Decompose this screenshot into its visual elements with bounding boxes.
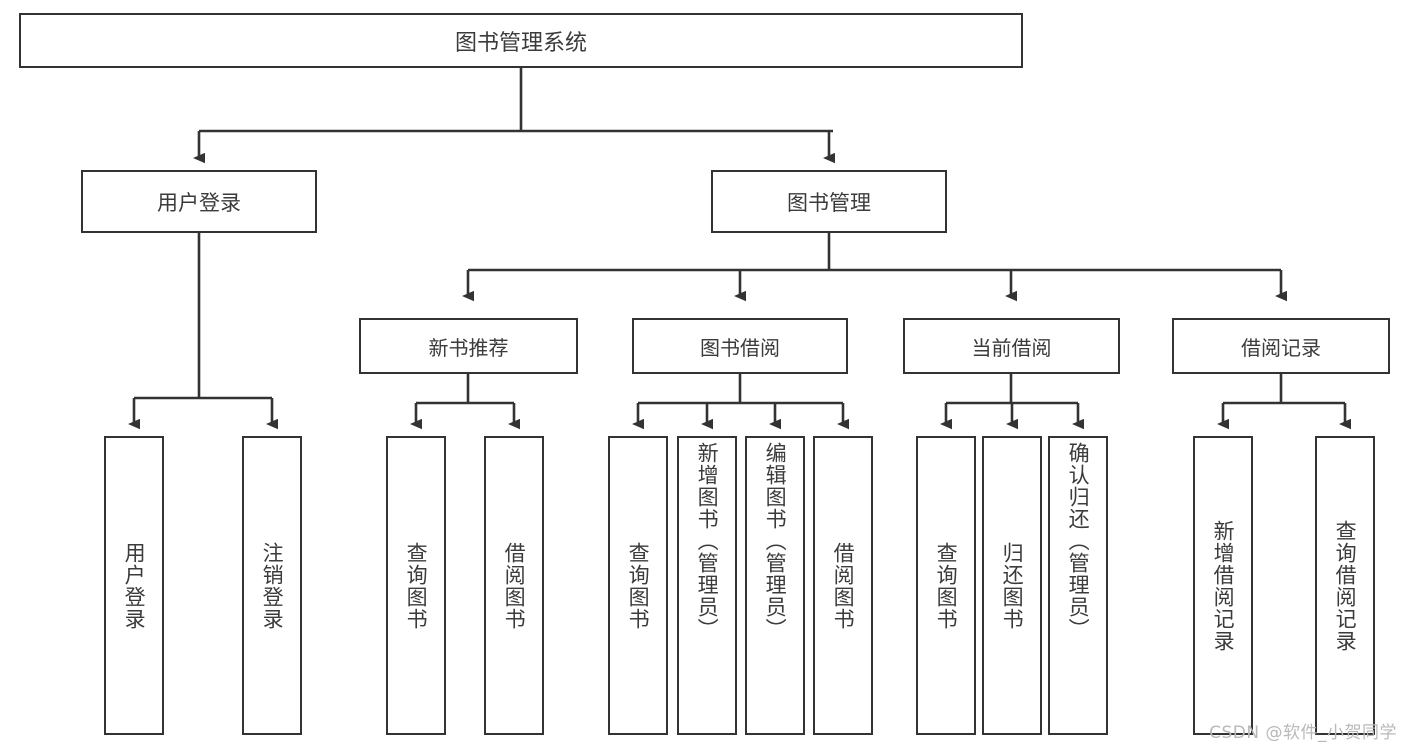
node-new-book-recommend[interactable]: 新书推荐 — [359, 318, 578, 374]
node-label: 新增借阅记录 — [1211, 519, 1236, 652]
node-label: 借阅记录 — [1241, 335, 1321, 360]
leaf-text-wrap: 确认归还（管理员） — [1064, 438, 1092, 737]
leaf-text-wrap: 注销登录 — [258, 438, 286, 733]
node-label: 用户登录 — [122, 541, 147, 630]
leaf-text-wrap: 借阅图书 — [829, 438, 857, 733]
leaf-text-wrap: 查询借阅记录 — [1331, 438, 1359, 733]
leaf-query-borrow-record[interactable]: 查询借阅记录 — [1315, 436, 1375, 735]
node-label: 查询图书 — [404, 541, 429, 630]
leaf-query-book-borrow[interactable]: 查询图书 — [608, 436, 668, 735]
leaf-text-wrap: 新增借阅记录 — [1209, 438, 1237, 733]
leaf-confirm-return-admin[interactable]: 确认归还（管理员） — [1048, 436, 1108, 735]
node-current-borrow[interactable]: 当前借阅 — [903, 318, 1120, 374]
node-label: 确认归还（管理员） — [1066, 442, 1091, 640]
leaf-text-wrap: 查询图书 — [624, 438, 652, 733]
leaf-text-wrap: 借阅图书 — [500, 438, 528, 733]
node-label: 查询图书 — [626, 541, 651, 630]
leaf-text-wrap: 用户登录 — [120, 438, 148, 733]
leaf-query-book-recommend[interactable]: 查询图书 — [386, 436, 446, 735]
leaf-text-wrap: 新增图书（管理员） — [693, 438, 721, 737]
leaf-edit-book-admin[interactable]: 编辑图书（管理员） — [745, 436, 805, 735]
node-label: 图书管理 — [787, 190, 871, 215]
node-label: 借阅图书 — [831, 541, 856, 630]
node-user-login[interactable]: 用户登录 — [81, 170, 317, 233]
leaf-logout[interactable]: 注销登录 — [242, 436, 302, 735]
node-label: 当前借阅 — [971, 335, 1052, 360]
watermark: CSDN @软件_小贺同学 — [1209, 723, 1397, 743]
leaf-add-book-admin[interactable]: 新增图书（管理员） — [677, 436, 737, 735]
leaf-add-borrow-record[interactable]: 新增借阅记录 — [1193, 436, 1253, 735]
leaf-user-login[interactable]: 用户登录 — [104, 436, 164, 735]
node-label: 图书借阅 — [700, 335, 780, 360]
node-label: 新书推荐 — [428, 335, 509, 360]
node-label: 查询借阅记录 — [1333, 519, 1358, 652]
node-label: 归还图书 — [1000, 541, 1025, 630]
node-book-management[interactable]: 图书管理 — [711, 170, 947, 233]
node-label: 用户登录 — [157, 190, 241, 215]
node-label: 查询图书 — [934, 541, 959, 630]
leaf-query-book-current[interactable]: 查询图书 — [916, 436, 976, 735]
leaf-borrow-book-recommend[interactable]: 借阅图书 — [484, 436, 544, 735]
node-label: 编辑图书（管理员） — [763, 442, 788, 640]
leaf-text-wrap: 归还图书 — [998, 438, 1026, 733]
node-borrow-record[interactable]: 借阅记录 — [1172, 318, 1390, 374]
leaf-borrow-book[interactable]: 借阅图书 — [813, 436, 873, 735]
node-book-borrow[interactable]: 图书借阅 — [632, 318, 848, 374]
node-label: 借阅图书 — [502, 541, 527, 630]
node-label: 新增图书（管理员） — [695, 442, 720, 640]
node-label: 注销登录 — [260, 541, 285, 630]
leaf-text-wrap: 编辑图书（管理员） — [761, 438, 789, 737]
node-root-system[interactable]: 图书管理系统 — [19, 13, 1023, 68]
leaf-text-wrap: 查询图书 — [932, 438, 960, 733]
leaf-text-wrap: 查询图书 — [402, 438, 430, 733]
node-label: 图书管理系统 — [454, 30, 587, 56]
leaf-return-book[interactable]: 归还图书 — [982, 436, 1042, 735]
